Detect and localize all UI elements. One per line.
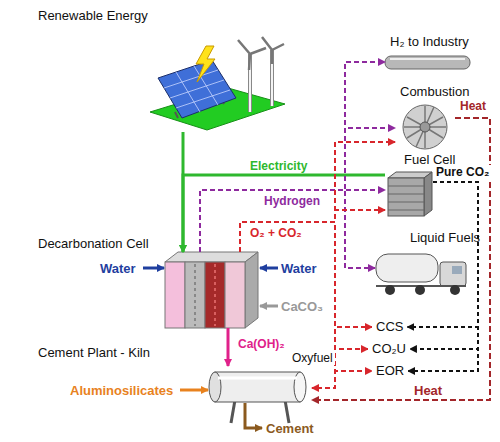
cell-picture: [165, 252, 258, 262]
use-box: EOR: [372, 362, 408, 379]
flow-connector: [240, 222, 335, 388]
flow-connector: [240, 222, 368, 349]
feed-arrows: [260, 305, 278, 308]
node-label: H₂ to Industry: [390, 34, 469, 49]
input-label: Aluminosilicates: [70, 383, 173, 398]
decarbonation-cell: Decarbonation Cell: [165, 252, 258, 328]
kiln-picture: [231, 400, 235, 423]
flow-connector: [200, 62, 385, 252]
flow-connector: [407, 182, 478, 327]
solar-wind-picture: [150, 37, 285, 130]
flow-connector: [312, 118, 490, 400]
cell-picture: [165, 252, 258, 328]
node-label: Combustion: [400, 84, 469, 99]
flow-connector: [408, 182, 478, 371]
turbine-picture: [420, 122, 430, 132]
truck-picture: [376, 254, 438, 282]
feed-arrows: [180, 389, 208, 392]
input-label: Water: [100, 261, 136, 276]
flow-connector: [240, 222, 372, 327]
turbine-picture: [404, 106, 446, 148]
flow-connector: [183, 175, 385, 252]
fuel-cell-picture: [388, 186, 424, 210]
flow-connector: [227, 328, 230, 366]
flow-label: Hydrogen: [262, 194, 322, 208]
kiln-picture: [209, 372, 306, 423]
fuel-cell: Fuel Cell: [385, 170, 433, 218]
flow-label: O₂ + CO₂: [248, 226, 304, 240]
truck-picture: [450, 285, 460, 295]
cell-picture: [194, 264, 196, 326]
cell-picture: [225, 262, 245, 328]
pipe-picture: [385, 56, 470, 69]
use-box: CCS: [372, 318, 407, 335]
truck-picture: [440, 262, 466, 286]
flow-label: Pure CO₂: [434, 165, 491, 179]
solar-wind-picture: [158, 60, 236, 118]
pipe-picture: [390, 58, 465, 60]
combustion-turbine: Combustion: [395, 104, 455, 150]
flow-connector: [240, 210, 385, 252]
energy-source: Renewable Energy: [150, 42, 285, 132]
cell-picture: [205, 262, 225, 328]
turbine-picture: [403, 105, 447, 149]
node-label: Cement Plant - Kiln: [38, 345, 150, 360]
kiln-picture: [285, 400, 289, 423]
solar-wind-picture: [176, 72, 200, 112]
fuel-truck: Liquid Fuels: [375, 248, 468, 296]
flow-label: Electricity: [248, 159, 309, 173]
turbine-picture: [403, 105, 447, 149]
output-label: Cement: [266, 421, 314, 436]
kiln-picture: [218, 377, 297, 380]
pipe-picture: [385, 56, 470, 69]
fuel-cell-picture: [388, 178, 424, 216]
flow-connector: [240, 142, 395, 252]
node-label: EOR: [376, 363, 404, 378]
kiln-picture: [215, 372, 300, 402]
fuel-cell-picture: [424, 172, 432, 216]
solar-wind-picture: [175, 112, 178, 118]
hydrogen-pipe: H₂ to Industry: [385, 55, 470, 70]
solar-wind-picture: [238, 40, 266, 70]
cell-picture: [185, 262, 205, 328]
node-label: Decarbonation Cell: [38, 236, 149, 251]
cement-kiln: Cement Plant - Kiln: [195, 366, 312, 425]
flow-label: Heat: [458, 99, 488, 113]
flow-connector: [410, 182, 478, 349]
solar-wind-picture: [176, 90, 230, 108]
truck-picture: [452, 266, 462, 274]
input-label: Water: [281, 261, 317, 276]
input-label: CaCO₃: [281, 299, 323, 314]
truck-picture: [385, 285, 395, 295]
node-label: CCS: [376, 319, 403, 334]
cell-picture: [245, 252, 258, 328]
solar-wind-picture: [194, 66, 218, 105]
flow-label: Heat: [412, 383, 444, 398]
node-label: Renewable Energy: [38, 8, 148, 23]
solar-wind-picture: [196, 46, 215, 82]
truck-picture: [376, 254, 466, 295]
node-label: CO₂U: [372, 341, 406, 356]
feed-arrows: [143, 267, 164, 270]
solar-wind-picture: [170, 80, 224, 98]
node-label: Liquid Fuels: [410, 230, 480, 245]
flow-label: Oxyfuel: [290, 351, 335, 365]
solar-wind-picture: [262, 37, 284, 64]
solar-wind-picture: [164, 70, 218, 88]
flow-label: Ca(OH)₂: [236, 337, 287, 351]
feed-arrows: [245, 403, 262, 428]
use-box: CO₂U: [368, 340, 410, 357]
fuel-cell-picture: [388, 172, 432, 216]
cell-picture: [165, 262, 185, 328]
cell-picture: [214, 264, 216, 326]
feed-arrows: [260, 267, 278, 270]
truck-picture: [415, 285, 425, 295]
flow-connector: [200, 190, 375, 268]
